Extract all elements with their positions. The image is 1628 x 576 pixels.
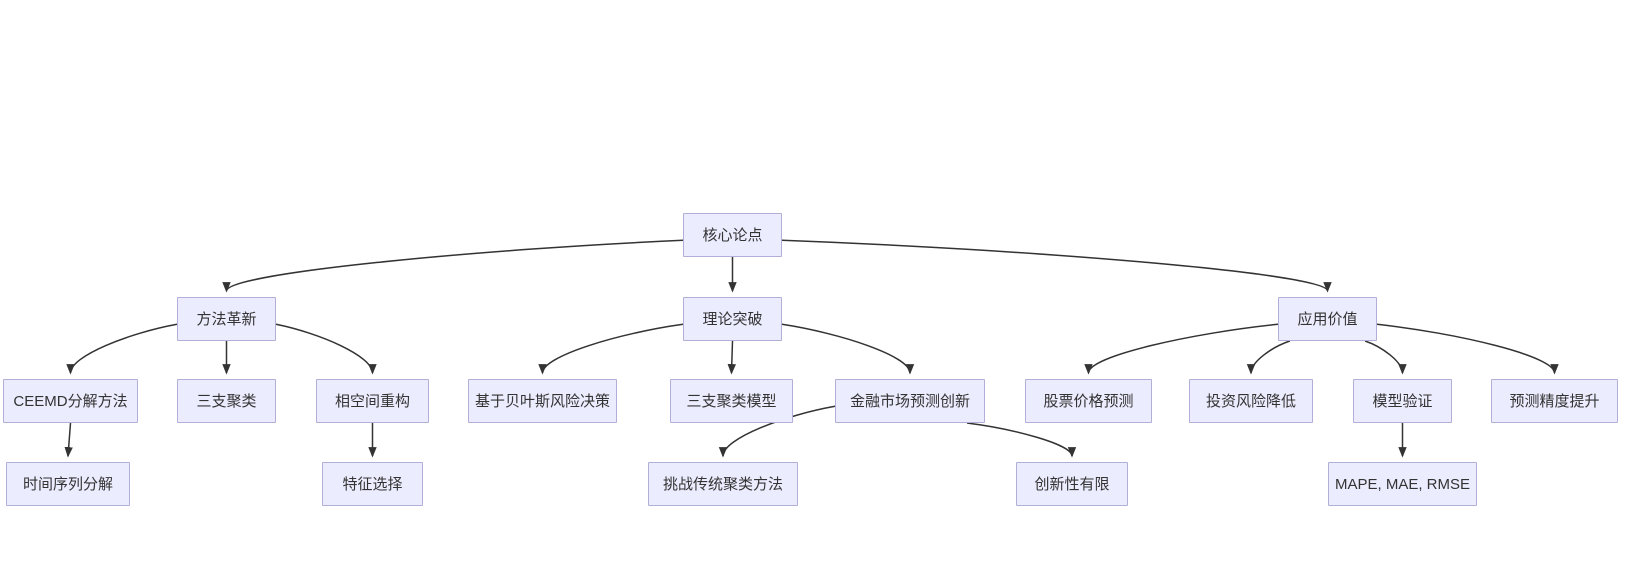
node-phase-space-reconstruction: 相空间重构 xyxy=(316,379,429,423)
edge-financial-market-innovation--limited-innovation xyxy=(966,422,1077,458)
node-label-challenge-traditional-clustering: 挑战传统聚类方法 xyxy=(662,475,783,493)
node-label-financial-market-innovation: 金融市场预测创新 xyxy=(849,392,970,410)
edge-application-value--model-validation xyxy=(1364,340,1407,375)
node-time-series-decomposition: 时间序列分解 xyxy=(6,462,130,506)
node-label-bayesian-risk-decision: 基于贝叶斯风险决策 xyxy=(474,392,610,410)
node-label-metrics: MAPE, MAE, RMSE xyxy=(1334,475,1471,493)
node-label-model-validation: 模型验证 xyxy=(1372,392,1433,410)
node-theory-breakthrough: 理论突破 xyxy=(683,297,782,341)
edge-financial-market-innovation--challenge-traditional-clustering xyxy=(718,405,836,458)
node-label-investment-risk-reduction: 投资风险降低 xyxy=(1205,392,1296,410)
node-application-value: 应用价值 xyxy=(1278,297,1377,341)
edge-core-thesis--method-innovation xyxy=(222,239,684,293)
edge-theory-breakthrough--bayesian-risk-decision xyxy=(538,323,684,375)
node-label-three-way-clustering-model: 三支聚类模型 xyxy=(686,392,777,410)
node-model-validation: 模型验证 xyxy=(1353,379,1452,423)
node-label-feature-selection: 特征选择 xyxy=(342,475,403,493)
node-bayesian-risk-decision: 基于贝叶斯风险决策 xyxy=(468,379,617,423)
node-label-core-thesis: 核心论点 xyxy=(702,226,763,244)
node-label-method-innovation: 方法革新 xyxy=(196,310,257,328)
edge-theory-breakthrough--three-way-clustering-model xyxy=(727,340,736,375)
edge-core-thesis--application-value xyxy=(781,239,1332,293)
node-label-stock-price-prediction: 股票价格预测 xyxy=(1043,392,1134,410)
node-label-application-value: 应用价值 xyxy=(1297,310,1358,328)
edge-method-innovation--phase-space-reconstruction xyxy=(275,323,377,375)
node-method-innovation: 方法革新 xyxy=(177,297,276,341)
node-metrics: MAPE, MAE, RMSE xyxy=(1328,462,1477,506)
edge-method-innovation--ceemd-method xyxy=(66,323,178,375)
node-ceemd-method: CEEMD分解方法 xyxy=(3,379,138,423)
edge-application-value--investment-risk-reduction xyxy=(1246,340,1291,375)
node-limited-innovation: 创新性有限 xyxy=(1016,462,1128,506)
node-core-thesis: 核心论点 xyxy=(683,213,782,257)
node-label-prediction-accuracy-improvement: 预测精度提升 xyxy=(1509,392,1600,410)
node-financial-market-innovation: 金融市场预测创新 xyxy=(835,379,985,423)
node-label-three-way-clustering: 三支聚类 xyxy=(196,392,257,410)
node-label-limited-innovation: 创新性有限 xyxy=(1034,475,1110,493)
node-stock-price-prediction: 股票价格预测 xyxy=(1025,379,1152,423)
node-challenge-traditional-clustering: 挑战传统聚类方法 xyxy=(648,462,798,506)
node-three-way-clustering-model: 三支聚类模型 xyxy=(670,379,793,423)
edge-theory-breakthrough--financial-market-innovation xyxy=(781,323,915,375)
node-label-time-series-decomposition: 时间序列分解 xyxy=(22,475,113,493)
edge-ceemd-method--time-series-decomposition xyxy=(64,422,73,458)
node-label-phase-space-reconstruction: 相空间重构 xyxy=(334,392,410,410)
node-feature-selection: 特征选择 xyxy=(322,462,423,506)
edge-application-value--prediction-accuracy-improvement xyxy=(1376,323,1559,375)
edge-application-value--stock-price-prediction xyxy=(1084,323,1279,375)
node-label-theory-breakthrough: 理论突破 xyxy=(702,310,763,328)
node-label-ceemd-method: CEEMD分解方法 xyxy=(13,392,128,410)
node-investment-risk-reduction: 投资风险降低 xyxy=(1189,379,1313,423)
node-prediction-accuracy-improvement: 预测精度提升 xyxy=(1491,379,1618,423)
edge-group xyxy=(64,239,1559,458)
node-three-way-clustering: 三支聚类 xyxy=(177,379,276,423)
